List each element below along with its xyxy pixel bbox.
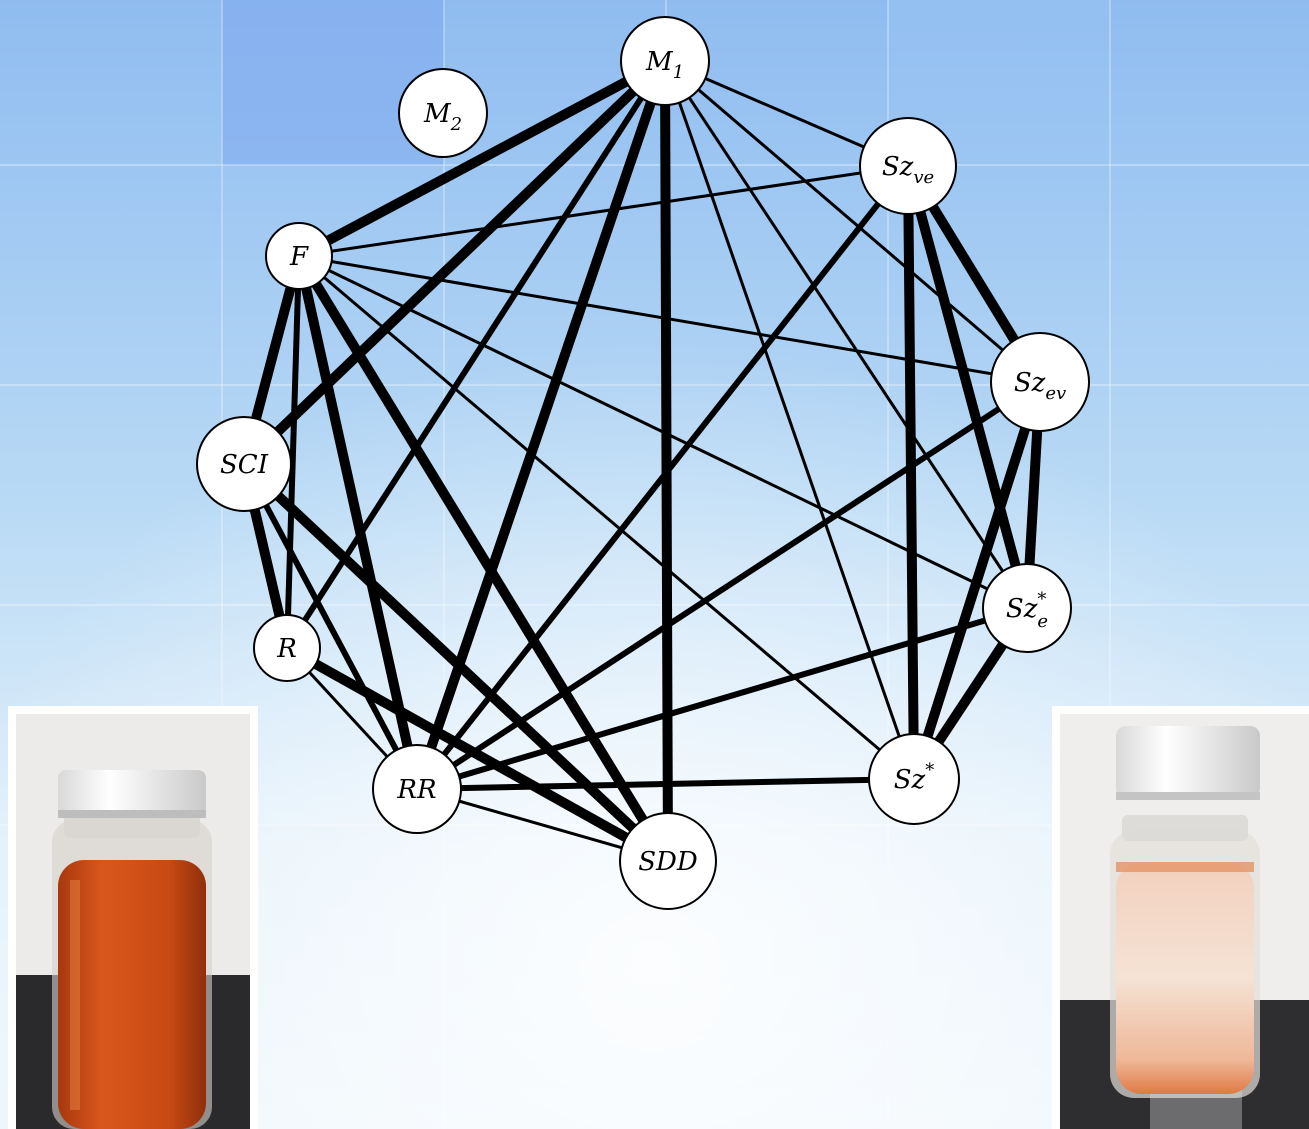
edge-Szve-RR (414, 164, 911, 791)
node-SCI: SCI (196, 416, 292, 512)
edge-F-SDD (294, 253, 673, 864)
node-label-base: M (645, 47, 674, 77)
node-circle (619, 812, 717, 910)
edge-M1-SCI (240, 57, 669, 468)
node-label: Sz*e (1006, 589, 1048, 632)
node-circle (398, 68, 488, 158)
node-label: SCI (220, 450, 269, 480)
node-M1: M1 (620, 16, 710, 106)
node-Szev: Szev (990, 332, 1090, 432)
node-circle (265, 222, 333, 290)
node-label-sub: ev (1045, 383, 1066, 404)
node-label-base: RR (396, 775, 436, 805)
node-circle (990, 332, 1090, 432)
node-circle (982, 563, 1072, 653)
node-label: Szev (1014, 368, 1066, 404)
node-Szs: Sz* (868, 733, 960, 825)
node-circle (196, 416, 292, 512)
node-label-sub: 1 (673, 62, 684, 83)
vial-photo-right (1052, 706, 1309, 1129)
edge-M1-SDD (660, 60, 673, 862)
edge-F-Szs (298, 254, 915, 781)
node-label-sub: 2 (450, 114, 462, 135)
node-label: Szve (882, 152, 934, 188)
edge-M1-R (284, 59, 668, 650)
node-Szve: Szve (859, 117, 957, 215)
edge-M1-Szs (663, 60, 916, 780)
edge-F-R (284, 255, 302, 649)
edge-Szve-Szs (903, 165, 919, 780)
node-R: R (253, 614, 321, 682)
node-label: M1 (645, 47, 684, 83)
node-label: RR (396, 775, 436, 805)
edge-R-SDD (284, 643, 671, 866)
edge-M1-Szev (664, 59, 1041, 384)
edge-SCI-RR (241, 462, 420, 791)
edge-SCI-SDD (240, 460, 672, 865)
edge-Szve-Sze (903, 164, 1032, 610)
node-circle (859, 117, 957, 215)
node-circle (253, 614, 321, 682)
node-label: SDD (638, 847, 698, 877)
node-label-base: Sz (1006, 594, 1038, 624)
node-Sze: Sz*e (982, 563, 1072, 653)
node-circle (620, 16, 710, 106)
node-label: R (276, 634, 297, 664)
node-label-sub: ve (913, 167, 934, 188)
edge-M1-Sze (663, 60, 1029, 609)
node-label-base: SCI (220, 450, 269, 480)
node-label-base: SDD (638, 847, 698, 877)
node-label-base: Sz (882, 152, 914, 182)
node-label-base: Sz (894, 765, 926, 795)
node-RR: RR (372, 744, 462, 834)
node-SDD: SDD (619, 812, 717, 910)
node-label-sub: e (1037, 611, 1048, 632)
node-circle (372, 744, 462, 834)
node-label-base: Sz (1014, 368, 1046, 398)
edge-Szs-RR (416, 776, 915, 792)
node-label: M2 (423, 99, 462, 135)
node-M2: M2 (398, 68, 488, 158)
edge-F-Szev (298, 254, 1041, 384)
node-label: Sz* (894, 760, 935, 795)
edge-F-Szve (298, 164, 909, 258)
node-label-base: M (423, 99, 452, 129)
edge-Szev-Szs (909, 380, 1045, 781)
edge-M1-F (296, 56, 668, 261)
edge-F-RR (294, 254, 422, 791)
node-label-sup: * (925, 760, 934, 781)
node-label-base: F (289, 242, 309, 272)
node-label-sup: * (1037, 589, 1046, 610)
node-circle (868, 733, 960, 825)
node-label-base: R (276, 634, 297, 664)
edge-Sze-RR (416, 605, 1028, 792)
edge-F-Sze (298, 254, 1028, 610)
node-label: F (289, 242, 309, 272)
node-F: F (265, 222, 333, 290)
vial-photo-left (8, 706, 258, 1129)
